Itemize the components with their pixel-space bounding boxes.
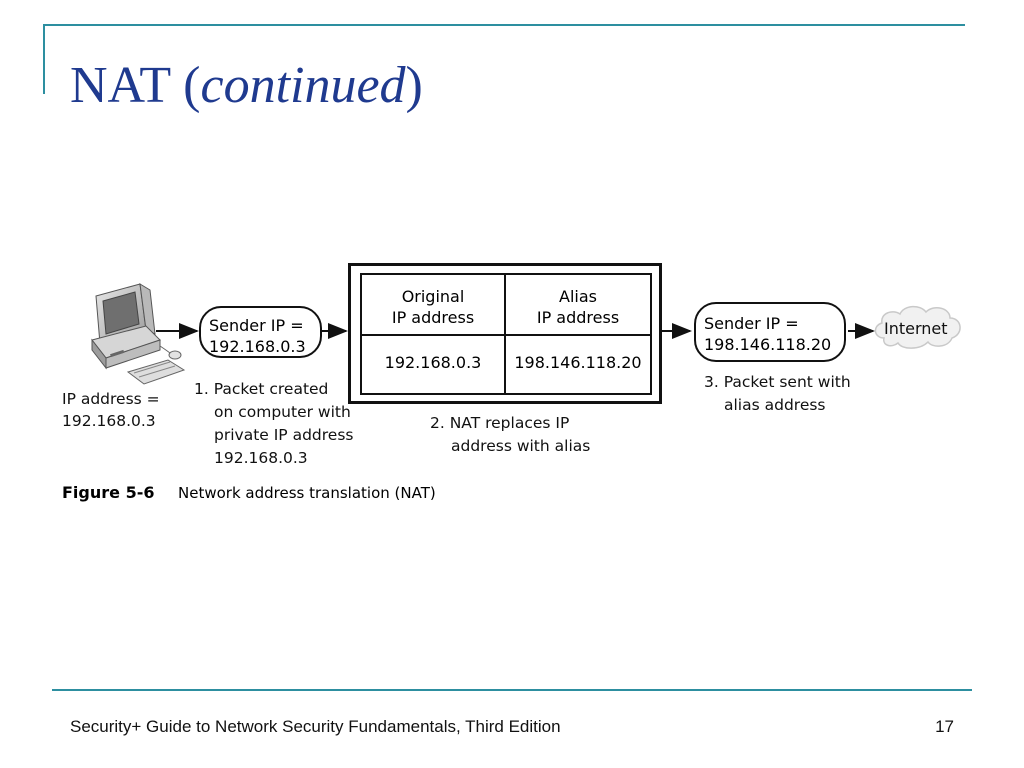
nat-table-column-divider	[504, 273, 506, 395]
step2-line2: address with alias	[451, 437, 591, 455]
figure-number: Figure 5-6	[62, 483, 155, 502]
step1-line2: on computer with	[214, 403, 351, 421]
sender-right-line2: 198.146.118.20	[704, 335, 832, 354]
original-ip-value: 192.168.0.3	[384, 353, 482, 372]
header-alias-line2: IP address	[536, 308, 620, 327]
computer-ip-label-line1: IP address =	[62, 390, 160, 408]
sender-left-line2: 192.168.0.3	[209, 337, 306, 356]
step2-line1: 2. NAT replaces IP	[430, 414, 570, 432]
step1-line3: private IP address	[214, 426, 354, 444]
alias-ip-value: 198.146.118.20	[514, 353, 642, 372]
sender-ip-box-original: Sender IP = 192.168.0.3	[199, 306, 322, 358]
step3-line1: 3. Packet sent with	[704, 373, 851, 391]
nat-table-row-divider	[360, 334, 652, 336]
step3-line2: alias address	[724, 396, 826, 414]
step1-line1: 1. Packet created	[194, 380, 329, 398]
computer-ip-label-line2: 192.168.0.3	[62, 412, 156, 430]
top-accent-line	[43, 24, 965, 26]
title-close: )	[405, 57, 423, 114]
desktop-computer-icon	[91, 283, 186, 385]
sender-left-line1: Sender IP =	[209, 316, 304, 335]
header-original-line1: Original	[401, 287, 465, 306]
bottom-accent-line	[52, 689, 972, 691]
title-italic: continued	[200, 57, 406, 114]
step1-line4: 192.168.0.3	[214, 449, 308, 467]
footer-book-title: Security+ Guide to Network Security Fund…	[70, 717, 561, 736]
title-main: NAT (	[70, 57, 201, 114]
slide-title: NAT (continued)	[70, 60, 423, 112]
header-alias-line1: Alias	[559, 287, 597, 306]
sender-ip-box-alias: Sender IP = 198.146.118.20	[694, 302, 846, 362]
figure-caption: Network address translation (NAT)	[178, 484, 436, 502]
left-accent-line	[43, 24, 45, 94]
cloud-icon	[874, 305, 961, 349]
sender-right-line1: Sender IP =	[704, 314, 799, 333]
header-original-line2: IP address	[391, 308, 475, 327]
nat-table-outer-border	[348, 263, 662, 404]
page-number: 17	[935, 717, 954, 736]
internet-label: Internet	[884, 319, 948, 338]
